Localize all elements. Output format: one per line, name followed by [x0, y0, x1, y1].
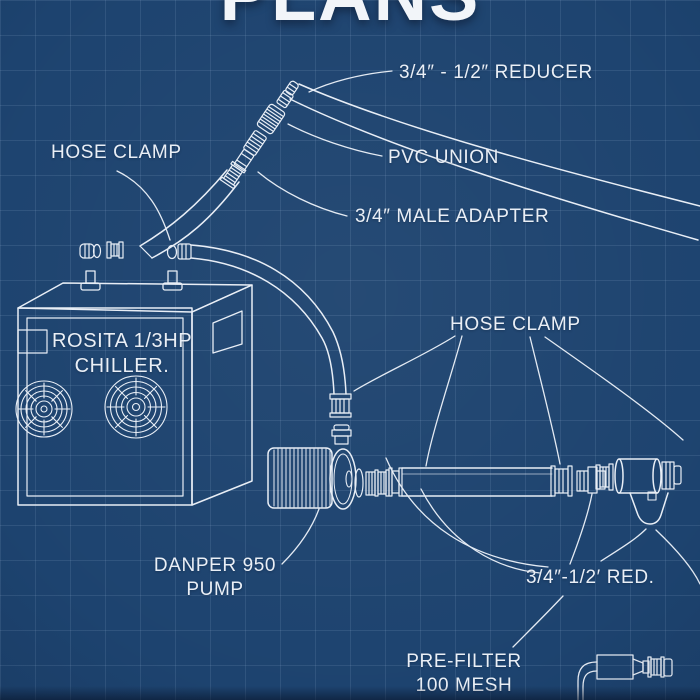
barb-fitting-drawing [577, 654, 673, 700]
leader-red-to-reducer [569, 493, 593, 565]
leader-hose-clamp-left [116, 170, 171, 241]
label-pvc-union: PVC UNION [388, 147, 499, 168]
leader-red-s2 [420, 488, 541, 574]
leader-hose-clamp-a [353, 335, 456, 392]
label-male-adapter: 3/4″ MALE ADAPTER [355, 206, 550, 227]
label-prefilter: PRE-FILTER 100 MESH [404, 650, 524, 698]
leader-hose-clamp-d [544, 336, 684, 441]
label-chiller-line2: CHILLER. [74, 355, 170, 377]
prefilter-drawing [595, 458, 682, 525]
leader-hose-clamp-b [425, 335, 463, 467]
leader-red-to-bowl [600, 528, 647, 562]
leader-pump [281, 508, 320, 565]
leader-reducer [308, 70, 393, 93]
label-reducer: 3/4″ - 1/2″ REDUCER [399, 62, 593, 83]
label-hose-clamp-left: HOSE CLAMP [51, 142, 182, 163]
chiller-drawing [15, 270, 253, 506]
fan-grille-right [104, 375, 168, 439]
leader-prefilter [512, 595, 564, 648]
label-hose-clamp-right: HOSE CLAMP [450, 314, 581, 335]
poster-title: PLANS [0, 0, 700, 32]
label-pump-line1: DANPER 950 [153, 555, 277, 576]
leader-hose-clamp-c [529, 336, 561, 465]
hose-drawing [79, 83, 700, 445]
label-pump: DANPER 950 PUMP [150, 554, 280, 602]
leader-male-adapter [257, 171, 348, 217]
label-chiller: ROSITA 1/3HP CHILLER. [52, 329, 192, 379]
pump-drawing [267, 447, 390, 510]
label-reducer-small: 3/4″-1/2′ RED. [526, 567, 655, 588]
label-prefilter-line2: 100 MESH [415, 674, 513, 696]
pipe-drawing [388, 465, 606, 497]
leader-pvc-union [287, 123, 383, 157]
fan-grille-left [15, 380, 73, 438]
leader-bowl-curve [655, 529, 700, 585]
label-chiller-line1: ROSITA 1/3HP [52, 330, 193, 352]
fitting-stack-drawing [219, 80, 299, 190]
label-prefilter-line1: PRE-FILTER [406, 651, 522, 672]
reducer-fitting [576, 466, 606, 494]
label-pump-line2: PUMP [186, 578, 244, 600]
